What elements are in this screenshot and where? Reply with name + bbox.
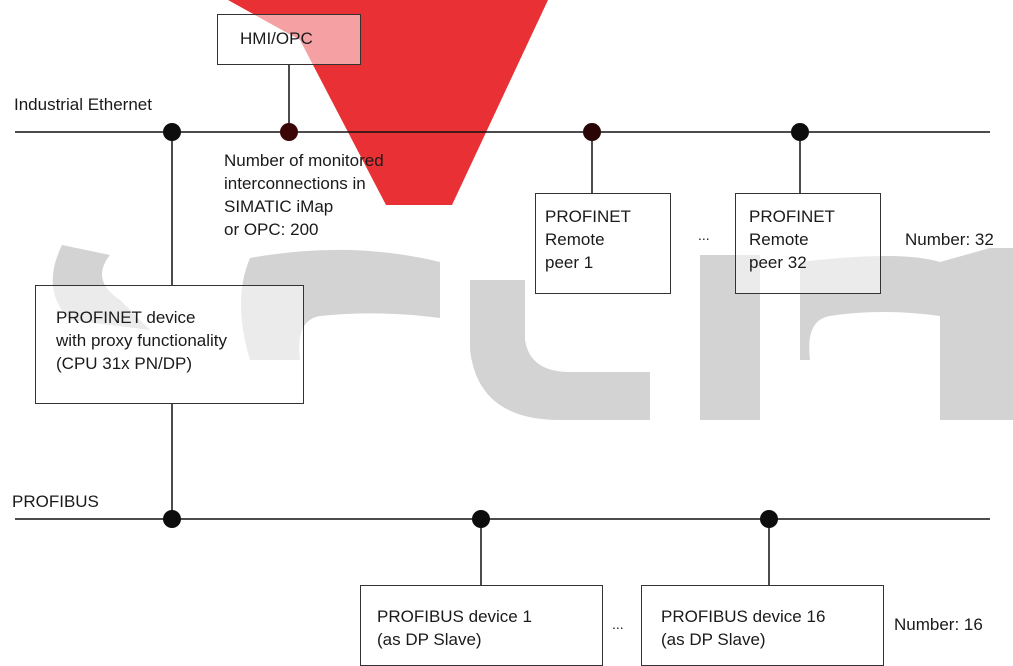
profibus-devices-ellipsis: ...	[612, 616, 624, 632]
remote-peer-32-label: PROFINET Remote peer 32	[749, 207, 835, 272]
node-hmi	[280, 123, 298, 141]
node-pb-device1	[472, 510, 490, 528]
node-peer32	[791, 123, 809, 141]
proxy-device-box	[35, 285, 304, 404]
node-pb-device16	[760, 510, 778, 528]
remote-peer-1-box	[535, 193, 671, 294]
remote-peer-1-label: PROFINET Remote peer 1	[545, 207, 631, 272]
remote-peer-32-box	[735, 193, 881, 294]
profibus-device-16-box	[641, 585, 884, 666]
remote-peers-count: Number: 32	[905, 230, 994, 249]
watermark-gray-shape-center	[470, 280, 650, 420]
watermark-gray-shape-right	[700, 255, 760, 420]
remote-peers-ellipsis: ...	[698, 227, 710, 243]
hmi-opc-label: HMI/OPC	[240, 29, 313, 48]
profibus-device-16-label: PROFIBUS device 16 (as DP Slave)	[661, 607, 826, 649]
node-peer1	[583, 123, 601, 141]
node-proxy-ethernet	[163, 123, 181, 141]
node-proxy-profibus	[163, 510, 181, 528]
hmi-opc-box	[217, 14, 361, 65]
hmi-monitored-note: Number of monitored interconnections in …	[224, 151, 384, 239]
ethernet-bus-label: Industrial Ethernet	[14, 95, 152, 114]
profibus-device-1-label: PROFIBUS device 1 (as DP Slave)	[377, 607, 532, 649]
profibus-bus-label: PROFIBUS	[12, 492, 99, 511]
proxy-device-label: PROFINET device with proxy functionality…	[56, 308, 228, 373]
profibus-devices-count: Number: 16	[894, 615, 983, 634]
